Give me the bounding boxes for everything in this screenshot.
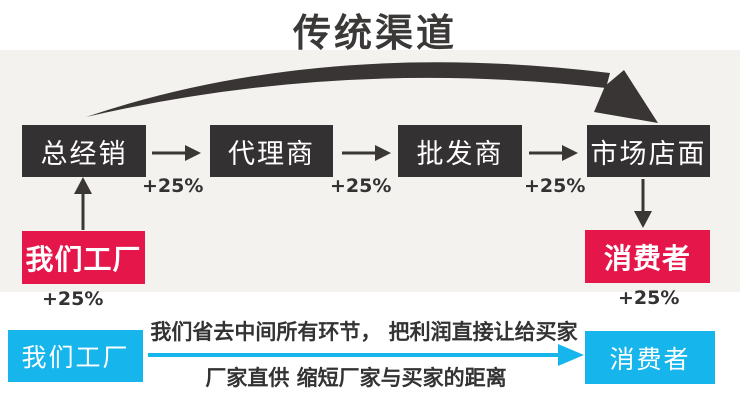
node-general-distributor: 总经销: [22, 125, 146, 177]
arrow-right-icon: [152, 145, 201, 161]
arrow-up-icon: [74, 177, 92, 230]
node-agent: 代理商: [210, 125, 333, 177]
node-market-store: 市场店面: [587, 125, 710, 177]
arrow-right-icon: [529, 145, 578, 161]
cyan-arrow-right-icon: [148, 344, 584, 366]
node-our-factory-traditional: 我们工厂: [22, 231, 145, 284]
markup-label: +25%: [142, 175, 204, 197]
arrow-down-icon: [634, 179, 652, 228]
node-consumer-direct: 消费者: [585, 331, 715, 384]
markup-label: +25%: [42, 288, 104, 310]
node-wholesaler: 批发商: [398, 125, 522, 177]
diagram-title: 传统渠道: [292, 11, 457, 55]
markup-label: +25%: [524, 175, 586, 197]
markup-label: +25%: [618, 287, 680, 309]
arrow-right-icon: [342, 145, 391, 161]
node-our-factory-direct: 我们工厂: [8, 330, 143, 382]
direct-channel-caption-bottom: 厂家直供 缩短厂家与买家的距离: [205, 366, 507, 390]
node-consumer-traditional: 消费者: [585, 230, 710, 283]
curved-swoosh-arrow-icon: [86, 62, 658, 123]
direct-channel-caption-top: 我们省去中间所有环节， 把利润直接让给买家: [150, 320, 578, 344]
markup-label: +25%: [330, 175, 392, 197]
